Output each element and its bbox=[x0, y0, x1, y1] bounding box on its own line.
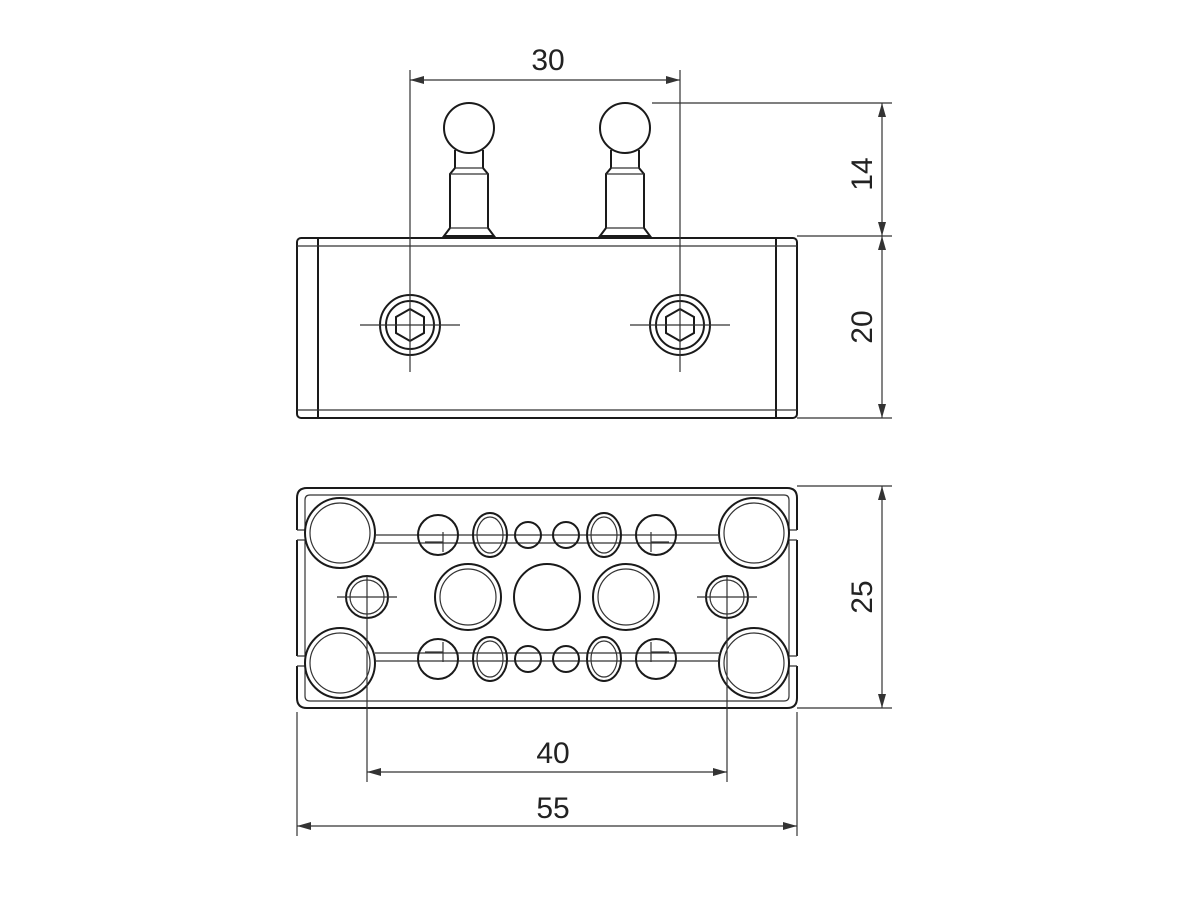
label-pin-spacing: 30 bbox=[531, 44, 564, 77]
dimension-body-height: 20 bbox=[797, 236, 892, 419]
label-width-depth: 25 bbox=[846, 580, 879, 613]
center-hole-middle bbox=[513, 563, 581, 631]
corner-hole-top-left bbox=[304, 497, 376, 569]
corner-hole-top-right bbox=[718, 497, 790, 569]
body-block bbox=[296, 237, 798, 419]
dimension-overall-length: 55 bbox=[296, 712, 798, 836]
label-body-height: 20 bbox=[846, 310, 879, 343]
corner-hole-bottom-left bbox=[304, 627, 376, 699]
top-view: 25 40 55 bbox=[296, 485, 892, 836]
cable-channel-top bbox=[375, 512, 719, 558]
dimension-pin-height: 14 bbox=[652, 102, 892, 237]
plate-outline bbox=[296, 487, 798, 709]
ball-pin-right bbox=[598, 102, 652, 237]
dimension-pin-spacing: 30 bbox=[410, 44, 680, 84]
front-view: 30 14 20 bbox=[296, 44, 892, 419]
label-mount-hole-spacing: 40 bbox=[536, 737, 569, 770]
cable-channel-bottom bbox=[375, 636, 719, 682]
ball-pin-left bbox=[442, 102, 496, 237]
dimension-width-depth: 25 bbox=[797, 485, 892, 709]
dimension-mount-hole-spacing: 40 bbox=[366, 576, 728, 782]
socket-screw-right bbox=[630, 70, 730, 372]
center-hole-right bbox=[592, 563, 660, 631]
label-pin-height: 14 bbox=[846, 157, 879, 190]
corner-hole-bottom-right bbox=[718, 627, 790, 699]
socket-screw-left bbox=[360, 70, 460, 372]
center-hole-left bbox=[434, 563, 502, 631]
label-overall-length: 55 bbox=[536, 792, 569, 825]
